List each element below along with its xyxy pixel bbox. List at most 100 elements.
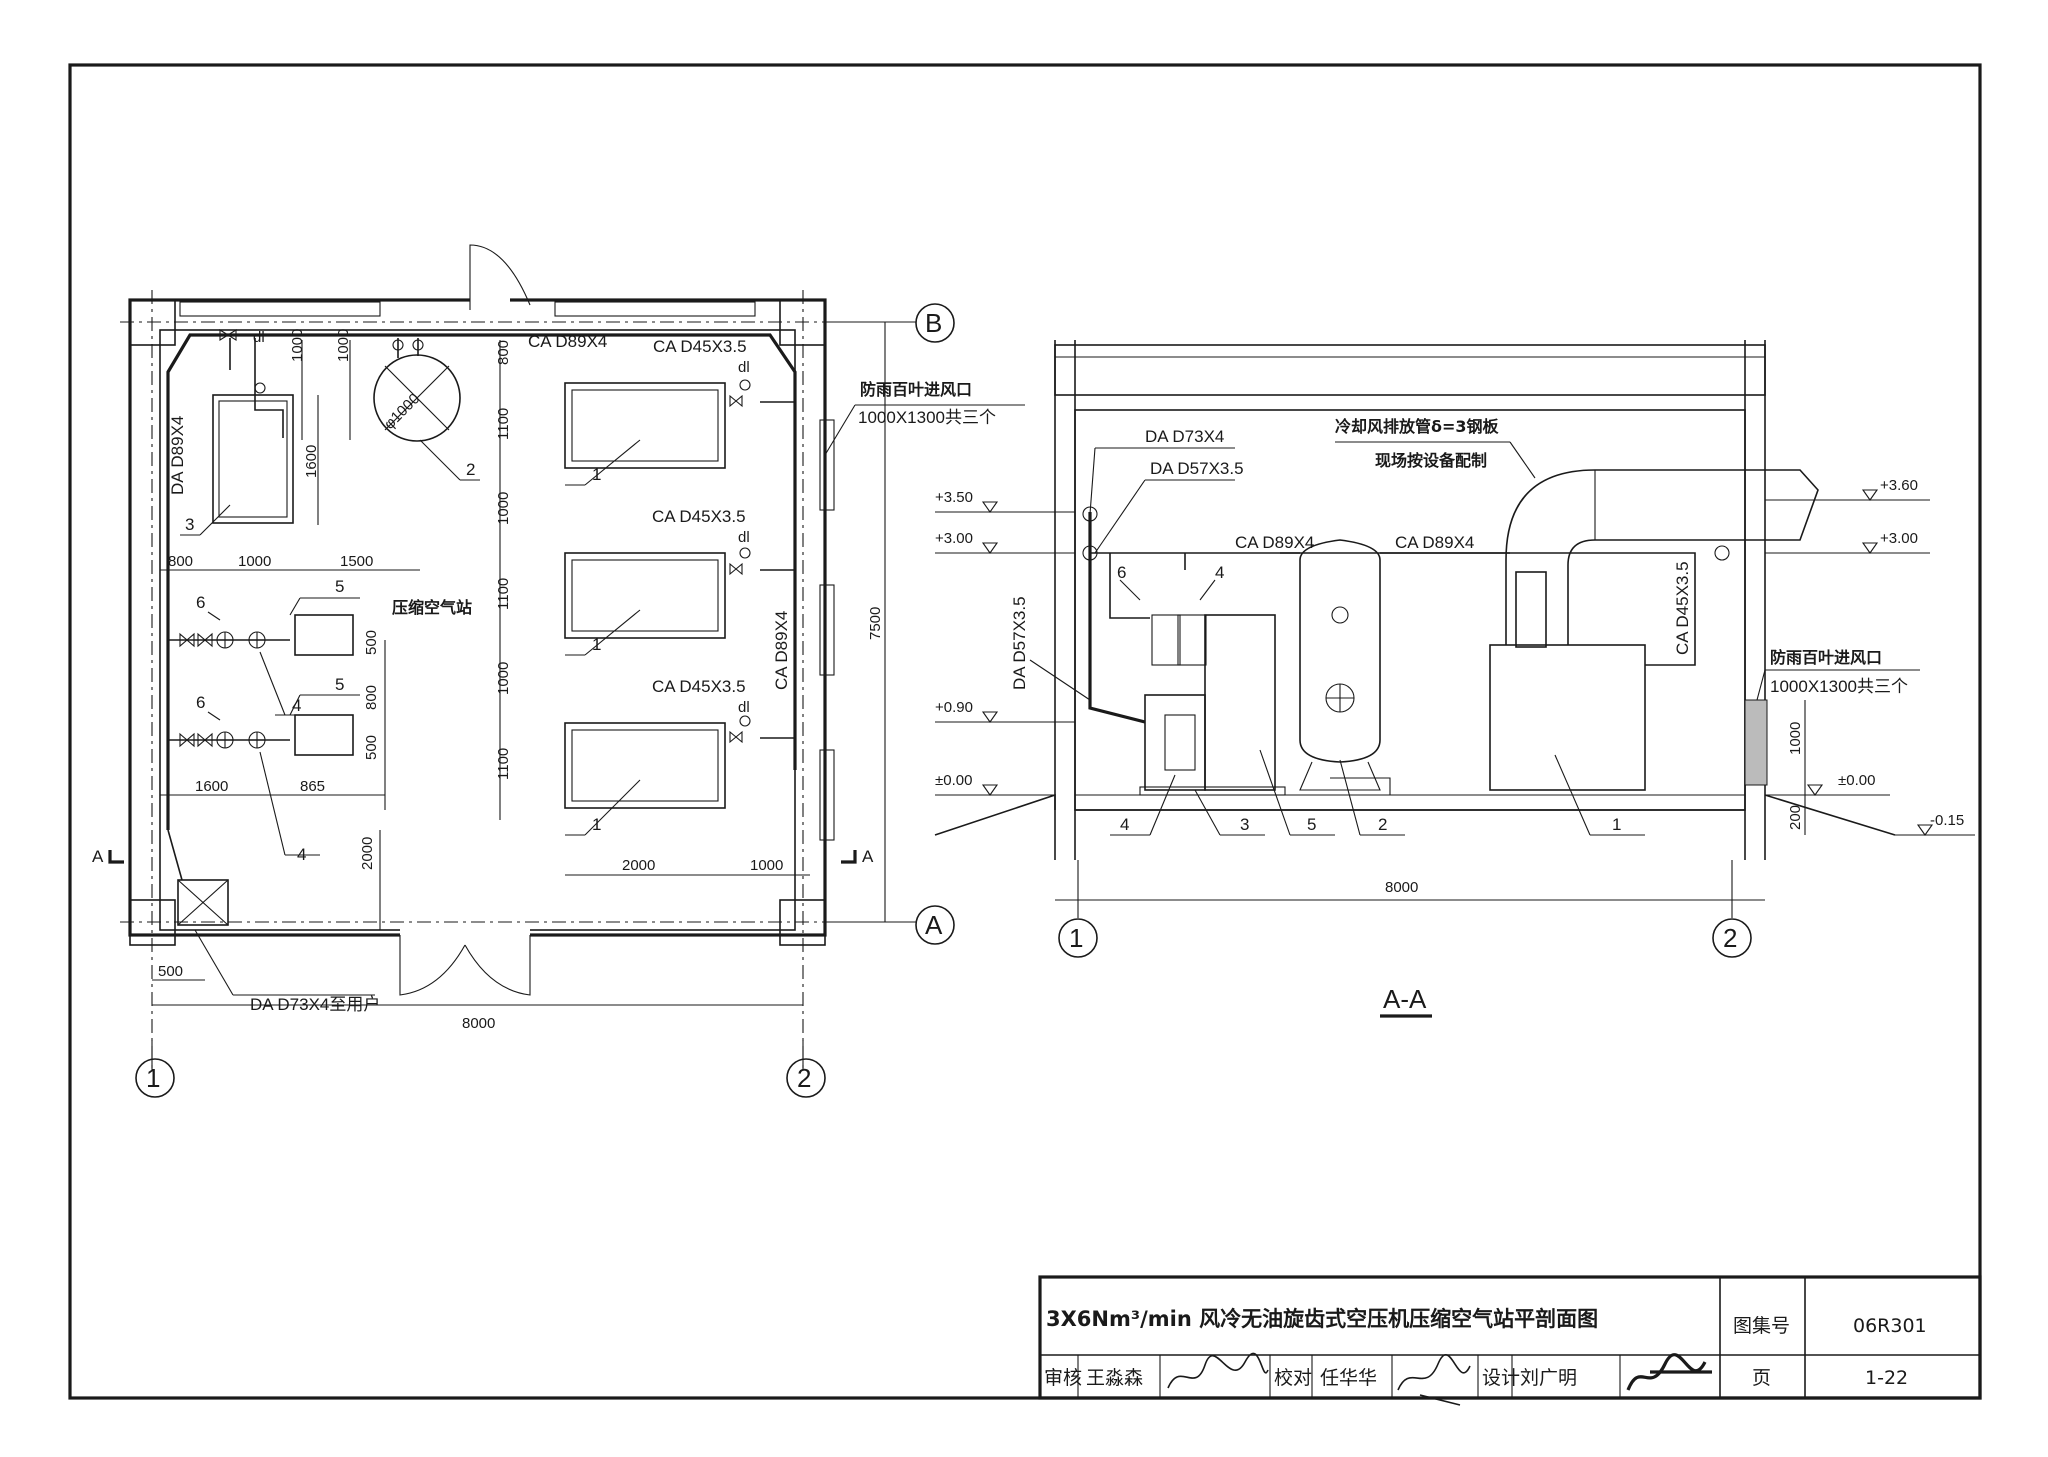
- label-pipe-left: DA D89X4: [168, 416, 187, 495]
- sec-tag-6: 6: [1117, 563, 1126, 582]
- label-pipe-branch-1: CA D45X3.5: [653, 337, 747, 356]
- label-pipe-branch-3: CA D45X3.5: [652, 677, 746, 696]
- dim-r1100b: 1100: [495, 578, 512, 610]
- outlet-box: [177, 879, 229, 926]
- filter-5-upper: [294, 614, 354, 656]
- title-block-check-label: 校对: [1274, 1367, 1312, 1389]
- label-room: 压缩空气站: [392, 598, 472, 617]
- elev-300r: +3.00: [1880, 530, 1918, 547]
- dim-r1000b: 1000: [495, 662, 512, 695]
- label-drain-4: dl: [253, 329, 265, 346]
- sec-tag-4b: 4: [1120, 815, 1129, 834]
- dim-top-1000b: 1000: [335, 329, 352, 362]
- label-da73: DA D73X4: [1145, 427, 1224, 446]
- sec-axis-bubble-2: [1712, 918, 1752, 958]
- tag-6a: 6: [196, 593, 205, 612]
- louver-2: [819, 584, 835, 676]
- dim-r1100c: 1100: [495, 748, 512, 780]
- elev-090: +0.90: [935, 699, 973, 716]
- tag-3: 3: [185, 515, 194, 534]
- title-block-reviewer: 王淼森: [1086, 1367, 1143, 1389]
- dim-b2000: 2000: [622, 857, 655, 874]
- title-block-review-label: 审核: [1044, 1367, 1082, 1389]
- section-title: A-A: [1383, 984, 1427, 1014]
- sec-axis-label-1: 1: [1069, 923, 1083, 953]
- dim-v2000: 2000: [359, 837, 376, 870]
- axis-label-2: 2: [797, 1063, 811, 1093]
- dim-sec-1000: 1000: [1787, 722, 1804, 755]
- dim-w800: 800: [168, 553, 193, 570]
- label-louver-size: 1000X1300共三个: [858, 408, 996, 427]
- sheet-border: [68, 63, 1982, 1400]
- dim-total-w: 8000: [462, 1015, 495, 1032]
- axis-label-B: B: [925, 308, 942, 338]
- title-block-design-label: 设计: [1482, 1367, 1520, 1389]
- title-block-checker: 任华华: [1320, 1367, 1377, 1389]
- label-ca89b: CA D89X4: [1395, 533, 1474, 552]
- dim-f500b: 500: [363, 735, 380, 760]
- refrigerated-dryer: [212, 394, 294, 524]
- dim-d500: 500: [158, 963, 183, 980]
- elev-000r: ±0.00: [1838, 772, 1875, 789]
- dim-r1100a: 1100: [495, 408, 512, 440]
- label-louver-size-sec: 1000X1300共三个: [1770, 677, 1908, 696]
- sec-axis-label-2: 2: [1723, 923, 1737, 953]
- dim-h1600: 1600: [303, 445, 320, 478]
- label-drain-2: dl: [738, 529, 750, 546]
- tag-5b: 5: [335, 675, 344, 694]
- label-pipe-out: DA D73X4至用户: [250, 995, 380, 1014]
- axis-bubble-2: [786, 1058, 826, 1098]
- section-compressor: [1489, 644, 1646, 791]
- dim-f500a: 500: [363, 630, 380, 655]
- label-louver-title-sec: 防雨百叶进风口: [1770, 648, 1882, 667]
- axis-bubble-B: [915, 303, 955, 343]
- section-roof: [1054, 344, 1766, 396]
- dim-f800: 800: [363, 685, 380, 710]
- label-pipe-top: CA D89X4: [528, 332, 607, 351]
- filter-5-lower: [294, 714, 354, 756]
- sec-tag-4a: 4: [1215, 563, 1224, 582]
- title-block-atlas-no: 06R301: [1853, 1315, 1927, 1337]
- sec-tag-2: 2: [1378, 815, 1387, 834]
- sec-tag-1: 1: [1612, 815, 1621, 834]
- louver-1: [819, 419, 835, 511]
- title-block-atlas-label: 图集号: [1733, 1315, 1790, 1337]
- door-top: [469, 244, 531, 310]
- axis-bubble-A: [915, 905, 955, 945]
- title-block: 3X6Nm³/min 风冷无油旋齿式空压机压缩空气站平剖面图 图集号 06R30…: [1038, 1275, 1982, 1406]
- label-tank-dia: φ1000: [381, 390, 424, 433]
- elev-360: +3.60: [1880, 477, 1918, 494]
- dim-r1000a: 1000: [495, 492, 512, 525]
- signature-checker: [1397, 1354, 1471, 1406]
- window-top-right: [554, 301, 756, 317]
- plan-main-pipe: [166, 333, 797, 830]
- cut-label-left: A: [92, 847, 104, 866]
- dim-sec-200: 200: [1787, 805, 1804, 830]
- compressor-2: [564, 552, 726, 639]
- label-da57v: DA D57X3.5: [1010, 596, 1029, 690]
- door-bottom-right: [464, 935, 531, 996]
- title-block-page-label: 页: [1752, 1367, 1771, 1389]
- compressor-1: [564, 382, 726, 469]
- compressor-3: [564, 722, 726, 809]
- tag-1c: 1: [592, 815, 601, 834]
- dim-w1000: 1000: [238, 553, 271, 570]
- label-pipe-branch-2: CA D45X3.5: [652, 507, 746, 526]
- tag-4a: 4: [292, 696, 301, 715]
- elev-000: ±0.00: [935, 772, 972, 789]
- dim-r800: 800: [495, 340, 512, 365]
- label-drain-1: dl: [738, 359, 750, 376]
- dim-l1600: 1600: [195, 778, 228, 795]
- door-bottom-left: [399, 935, 466, 996]
- tag-2: 2: [466, 460, 475, 479]
- label-duct-note-1: 冷却风排放管δ=3钢板: [1335, 417, 1500, 436]
- cut-mark-right: [841, 850, 857, 864]
- title-block-page-no: 1-22: [1865, 1367, 1908, 1389]
- section-view: +3.50 +3.00 +0.90 ±0.00 +3.60 +3.00 ±0.0…: [934, 340, 1975, 1018]
- air-receiver-tank: [373, 354, 461, 442]
- label-louver-title: 防雨百叶进风口: [860, 380, 972, 399]
- dim-top-1000a: 1000: [289, 329, 306, 362]
- section-duct: [1505, 469, 1819, 645]
